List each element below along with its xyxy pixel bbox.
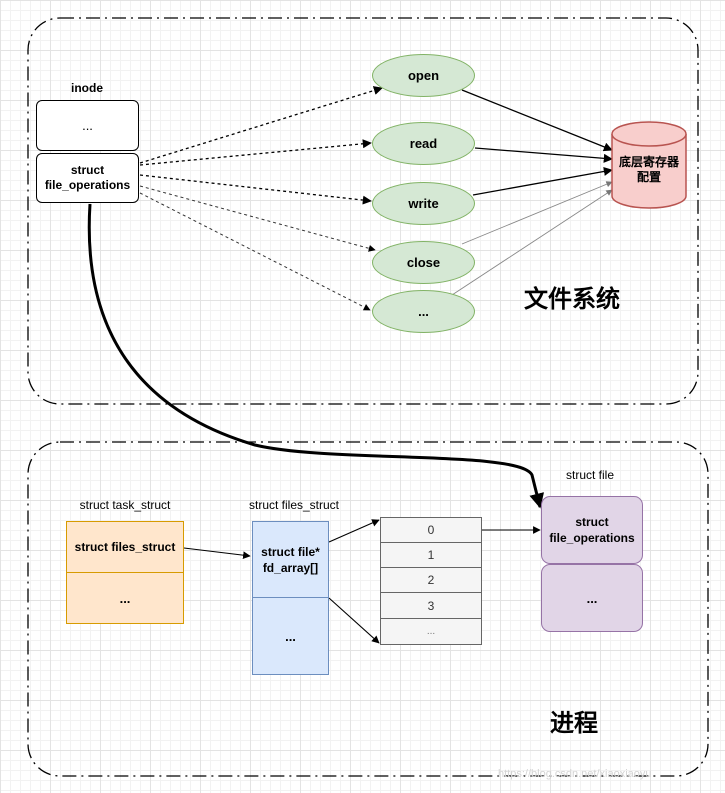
process-title: 进程	[550, 709, 598, 737]
inode-file-operations-box: struct file_operations	[36, 153, 139, 203]
process-group-border	[27, 441, 709, 777]
edge-fops-open	[139, 86, 383, 164]
fd-cell-more: ...	[380, 618, 482, 645]
files-struct-more-field: ...	[252, 597, 329, 675]
struct-file-fops-line2: file_operations	[549, 531, 635, 545]
op-close-label: close	[406, 255, 441, 270]
files-struct-fdarray-field: struct file* fd_array[]	[252, 521, 329, 598]
edge-fdarray-to-cells-top	[328, 519, 380, 543]
edge-open-storage	[461, 89, 613, 152]
storage-label-line1: 底层寄存器	[618, 155, 679, 169]
op-read-node: read	[372, 122, 475, 165]
op-write-node: write	[372, 182, 475, 225]
edge-close-storage	[461, 181, 613, 245]
op-read-label: read	[409, 136, 438, 151]
fd-cell-3: 3	[380, 592, 482, 619]
inode-label: inode	[71, 81, 103, 95]
storage-label-line2: 配置	[636, 170, 661, 184]
storage-label: 底层寄存器 配置	[610, 150, 688, 190]
task-struct-more-text: ...	[119, 590, 131, 606]
struct-file-label: struct file	[565, 468, 614, 482]
edge-inode-to-file	[87, 203, 545, 509]
edge-fdarray-to-cells-bottom	[328, 597, 380, 644]
files-struct-more-text: ...	[285, 628, 296, 644]
fd-cell-1-text: 1	[427, 548, 435, 562]
filesystem-title: 文件系统	[524, 285, 620, 313]
inode-fops-line1: struct	[70, 163, 105, 177]
struct-file-fops-field: struct file_operations	[541, 496, 643, 564]
fd-cell-1: 1	[380, 542, 482, 568]
fdarray-line2: fd_array[]	[262, 560, 319, 575]
inode-box-text: ...	[82, 118, 93, 133]
files-struct-label: struct files_struct	[248, 498, 340, 512]
edge-fops-more	[139, 192, 371, 311]
op-open-node: open	[372, 54, 475, 97]
struct-file-fops-line1: struct	[575, 515, 609, 529]
task-struct-files-field: struct files_struct	[66, 521, 184, 573]
edge-read-storage	[474, 147, 613, 163]
fd-cell-2: 2	[380, 567, 482, 593]
op-more-label: ...	[418, 304, 429, 319]
edge-fops-close	[139, 185, 376, 252]
task-struct-label: struct task_struct	[79, 498, 171, 512]
fd-cell-0: 0	[380, 517, 482, 543]
storage-cylinder-icon	[611, 121, 687, 209]
struct-file-more-text: ...	[586, 590, 598, 606]
fd-cell-3-text: 3	[427, 598, 435, 613]
edge-task-to-files	[183, 547, 251, 559]
op-open-label: open	[407, 68, 440, 83]
edge-fops-read	[139, 139, 372, 166]
edge-more-storage	[451, 189, 613, 296]
edge-write-storage	[472, 166, 613, 196]
filesystem-group-border	[27, 17, 699, 405]
edge-fops-write	[139, 174, 372, 205]
op-write-label: write	[408, 196, 439, 211]
inode-fops-line2: file_operations	[44, 178, 131, 192]
fd-cell-2-text: 2	[427, 573, 435, 587]
fd-cell-0-text: 0	[427, 523, 435, 537]
task-struct-more-field: ...	[66, 572, 184, 624]
task-struct-files-text: struct files_struct	[74, 540, 176, 554]
fd-cell-more-text: ...	[426, 626, 436, 637]
struct-file-more-field: ...	[541, 564, 643, 632]
watermark: https://blog.csdn.net/xiaoxiaoyu	[498, 768, 652, 780]
fdarray-line1: struct file*	[261, 544, 320, 559]
op-close-node: close	[372, 241, 475, 284]
op-more-node: ...	[372, 290, 475, 333]
inode-box: ...	[36, 100, 139, 151]
